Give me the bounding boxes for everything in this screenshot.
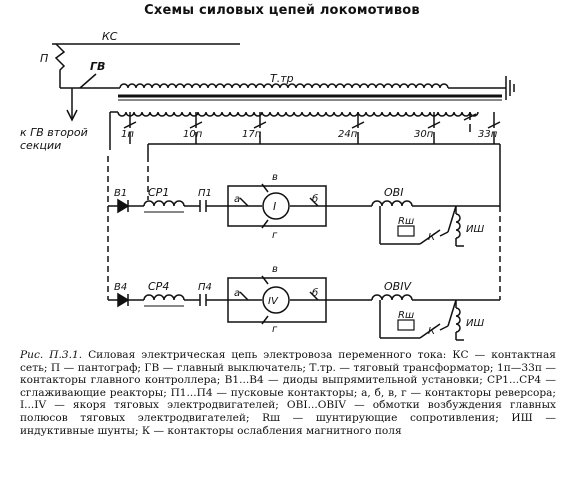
reactor-cp4 <box>143 294 185 301</box>
field-winding-ob4 <box>371 294 413 301</box>
label-ish4: ИШ <box>466 318 484 329</box>
label-p4: П4 <box>198 282 212 293</box>
motor-4-label: IV <box>268 296 279 307</box>
label-g4: г <box>272 324 278 335</box>
label-to-gv-2: секции <box>20 139 61 152</box>
label-p1: П1 <box>198 188 212 199</box>
label-tap-24: 24п <box>338 129 358 140</box>
motor-armature-4 <box>262 286 290 314</box>
inductive-shunt-1 <box>455 213 461 239</box>
caption-lead: Рис. П.3.1. <box>20 349 83 361</box>
shunt-resistor-4 <box>397 319 415 331</box>
label-p: П <box>40 52 48 65</box>
label-rsh4: Rш <box>398 310 414 321</box>
label-tap-30: 30п <box>414 129 434 140</box>
motor-1-label: I <box>273 200 276 213</box>
label-rsh1: Rш <box>398 216 414 227</box>
label-tap-10: 10п <box>183 129 203 140</box>
main-switch <box>79 73 97 89</box>
label-cp1: СР1 <box>148 186 169 199</box>
motor-armature-1 <box>262 192 290 220</box>
contactor-p4 <box>199 294 207 306</box>
label-gv: ГВ <box>90 60 105 73</box>
tap-contactors <box>123 112 501 144</box>
label-g1: г <box>272 230 278 241</box>
diode-b4 <box>117 292 130 308</box>
label-k1: К <box>428 232 436 243</box>
label-cp4: СР4 <box>148 280 169 293</box>
label-kc: КС <box>102 30 118 43</box>
label-b4: В4 <box>114 282 127 293</box>
label-ttr: Т.тр <box>270 72 294 85</box>
label-ob1: OBI <box>384 186 403 199</box>
contactor-p1 <box>199 200 207 212</box>
label-tap-17: 17п <box>242 129 262 140</box>
secondary-winding <box>117 111 479 117</box>
shunt-resistor-1 <box>397 225 415 237</box>
label-v1: в <box>272 172 278 183</box>
field-winding-ob1 <box>371 200 413 207</box>
inductive-shunt-4 <box>455 307 461 333</box>
label-b1-rev: б <box>312 193 318 205</box>
label-ob4: OBIV <box>384 280 412 293</box>
power-circuit-diagram: КС П ГВ Т.тр к ГВ второй секции 1п 10п 1… <box>20 30 515 341</box>
label-b4-rev: б <box>312 287 318 299</box>
label-a4: а <box>234 288 240 299</box>
diode-b1 <box>117 198 130 214</box>
label-k4: К <box>428 326 436 337</box>
page-title: Схемы силовых цепей локомотивов <box>144 3 420 18</box>
figure-caption: Рис. П.3.1. Силовая электрическая цепь э… <box>20 349 556 437</box>
label-a1: а <box>234 194 240 205</box>
label-tap-33: 33п <box>478 129 498 140</box>
pantograph <box>54 43 66 76</box>
label-ish1: ИШ <box>466 224 484 235</box>
label-v4: в <box>272 264 278 275</box>
label-tap-1: 1п <box>121 129 134 140</box>
label-b1: В1 <box>114 188 127 199</box>
caption-text: Силовая электрическая цепь электровоза п… <box>20 349 556 437</box>
label-to-gv-1: к ГВ второй <box>20 126 88 139</box>
primary-winding <box>119 83 449 89</box>
reactor-cp1 <box>143 200 185 207</box>
